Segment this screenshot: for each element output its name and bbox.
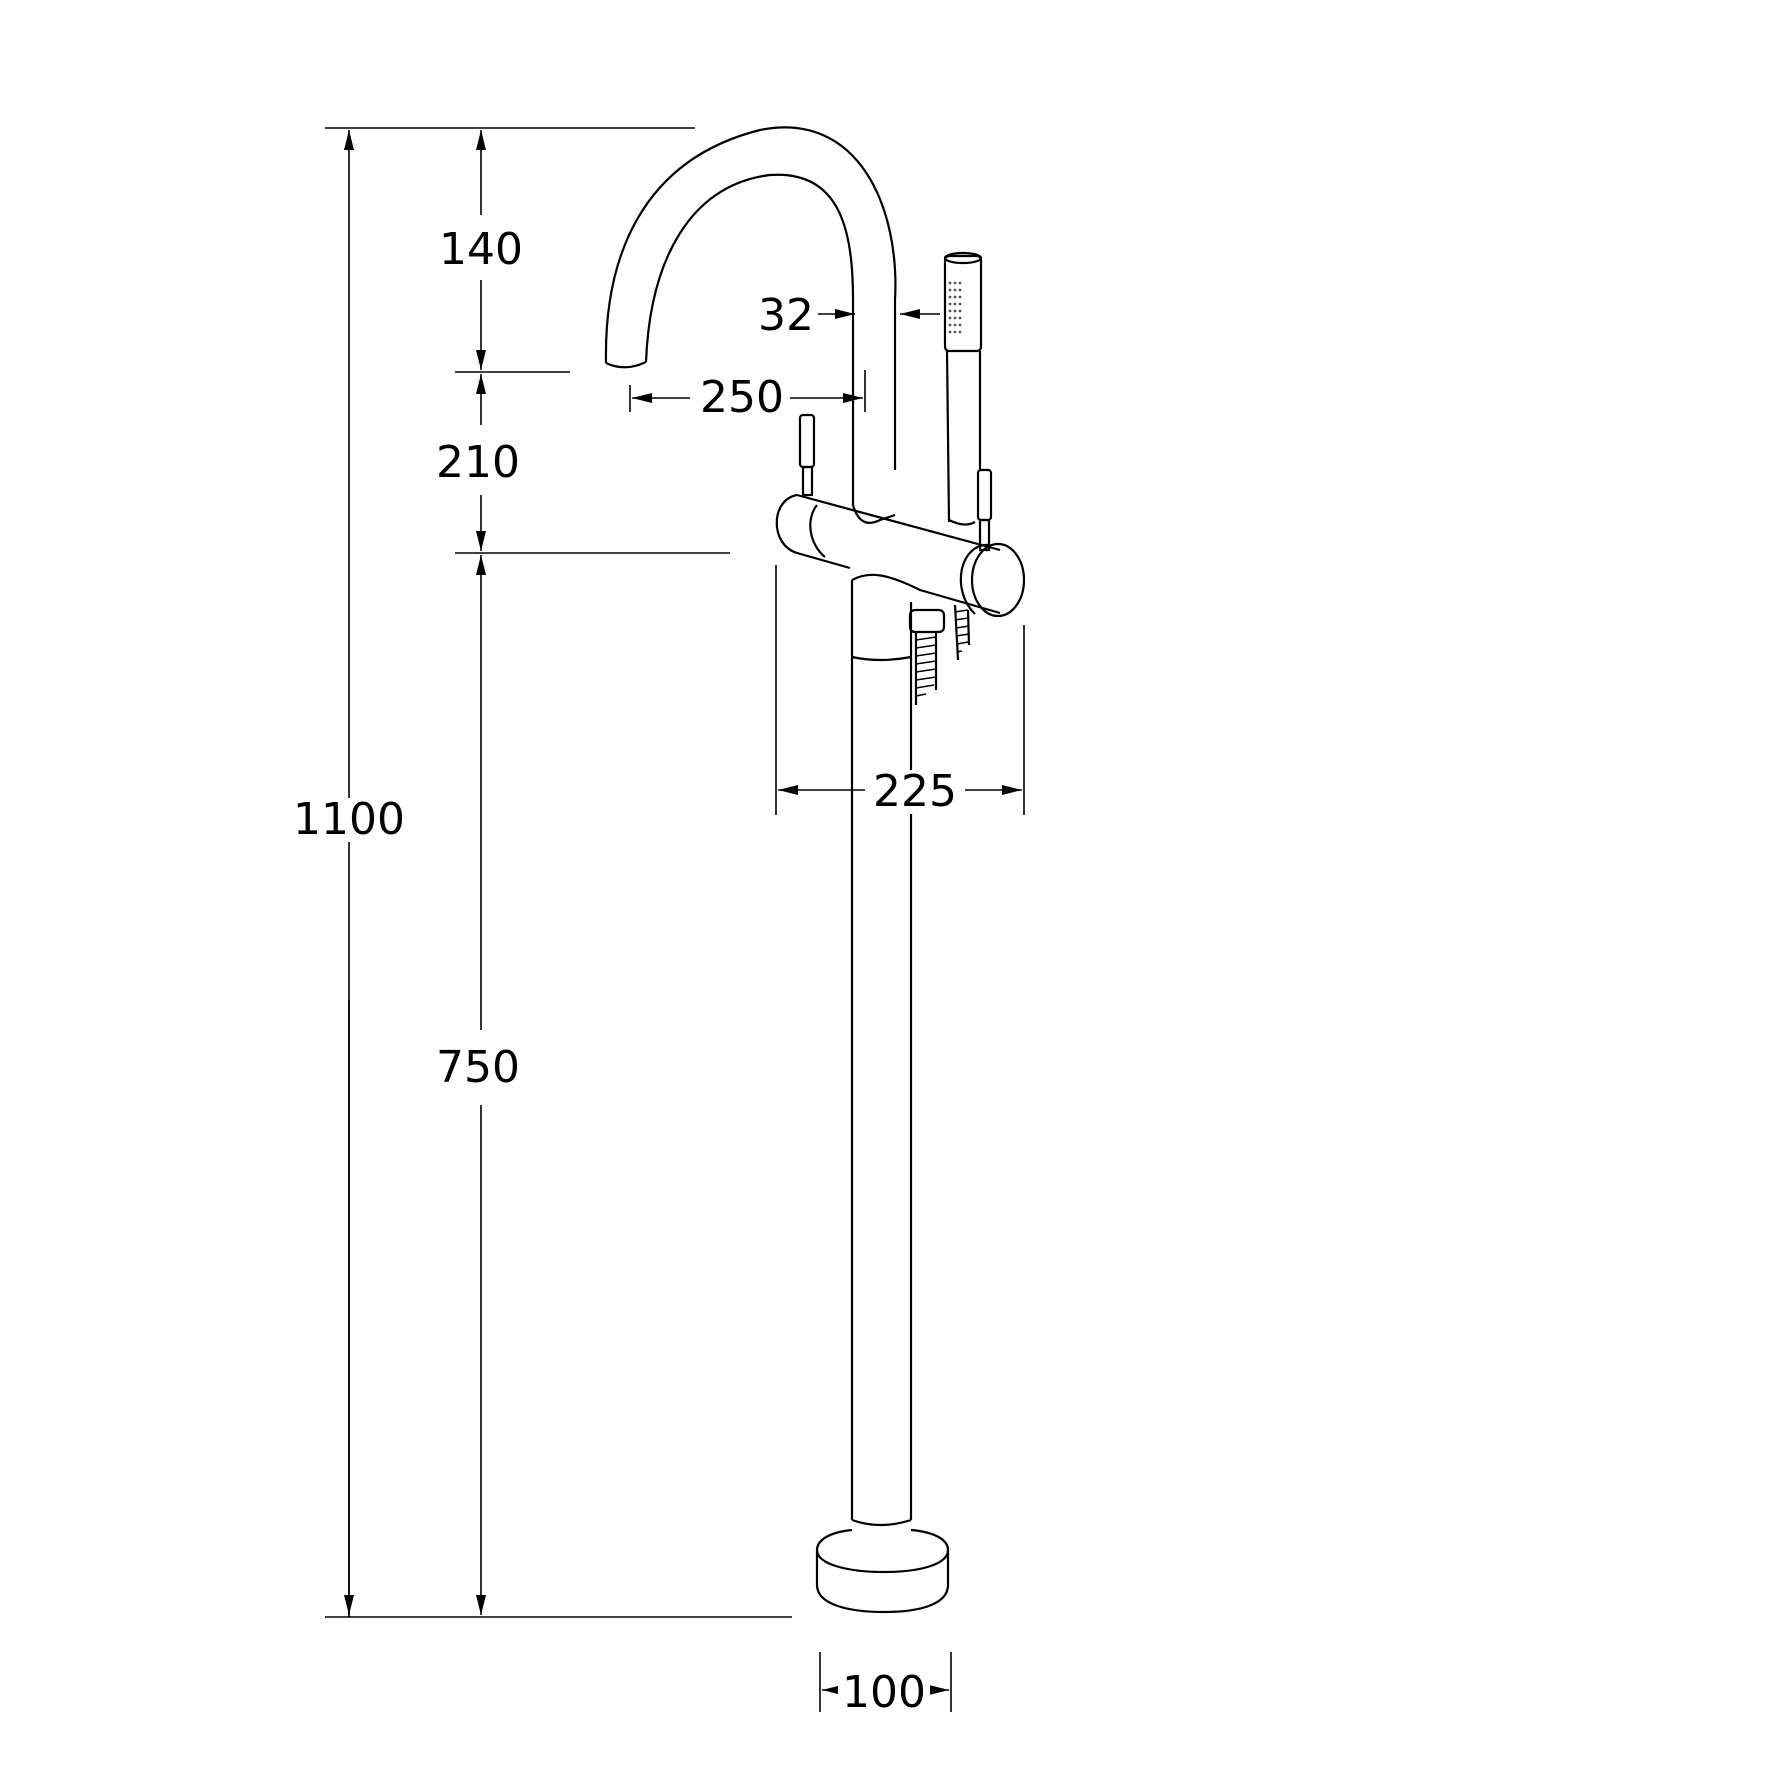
pillar — [850, 580, 913, 1520]
mixer-body — [775, 493, 1026, 618]
dim-label-body-width: 225 — [869, 770, 961, 814]
dim-label-floor-to-body: 750 — [432, 1046, 524, 1090]
left-lever — [798, 413, 816, 497]
hoses — [908, 604, 971, 705]
dim-label-base-diameter: 100 — [838, 1671, 930, 1715]
floor-base — [815, 1518, 950, 1614]
dim-label-outlet-to-body: 210 — [432, 441, 524, 485]
dimension-lines — [344, 130, 1022, 1695]
shower-nozzle-dots-icon — [948, 281, 962, 334]
dim-label-spout-height: 140 — [435, 228, 527, 272]
dim-label-overall-height: 1100 — [289, 798, 409, 842]
spout — [604, 126, 897, 505]
dim-label-pipe-diameter: 32 — [754, 294, 818, 338]
right-lever — [976, 468, 993, 552]
hand-shower — [943, 251, 983, 526]
dim-label-spout-reach: 250 — [696, 376, 788, 420]
extension-lines — [325, 127, 1025, 1712]
